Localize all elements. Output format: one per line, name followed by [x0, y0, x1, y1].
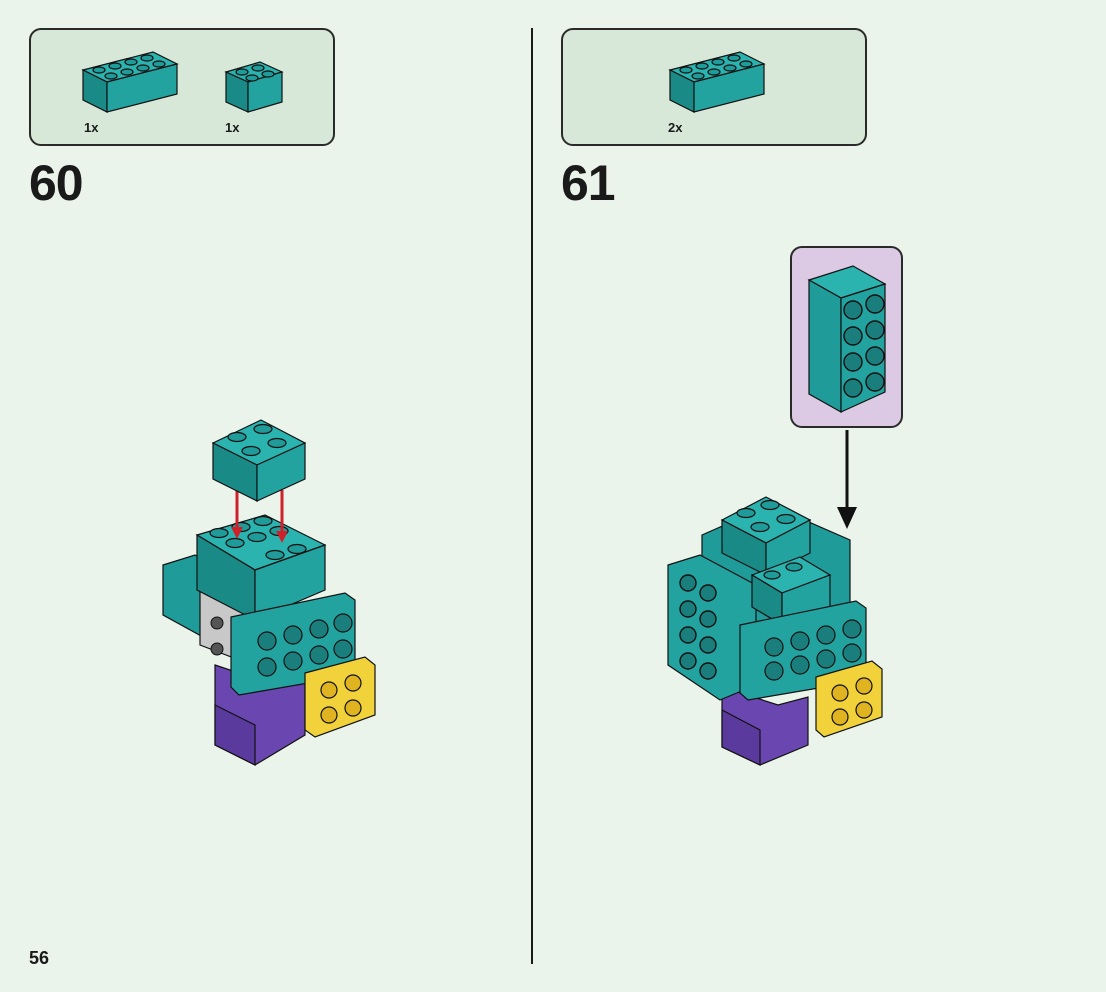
step-60-illustration	[162, 419, 376, 766]
step-61-parts-box: 2x	[561, 28, 867, 146]
step-61-illustration	[667, 430, 883, 766]
step-60-part-1-qty: 1x	[84, 120, 99, 135]
step-60-part-2-qty: 1x	[225, 120, 240, 135]
teal-brick-2x4-icon	[668, 51, 766, 113]
teal-brick-2x4-side-icon	[807, 265, 887, 414]
teal-brick-2x2-icon	[224, 61, 284, 113]
step-60-number: 60	[29, 155, 84, 211]
page-divider	[531, 28, 533, 964]
step-60-parts-box: 1x 1x	[29, 28, 335, 146]
part-callout-box	[790, 246, 903, 428]
step-61-number: 61	[561, 155, 616, 211]
page-number: 56	[29, 948, 50, 968]
teal-brick-2x4-icon	[81, 51, 179, 113]
step-61-part-1-qty: 2x	[668, 120, 683, 135]
